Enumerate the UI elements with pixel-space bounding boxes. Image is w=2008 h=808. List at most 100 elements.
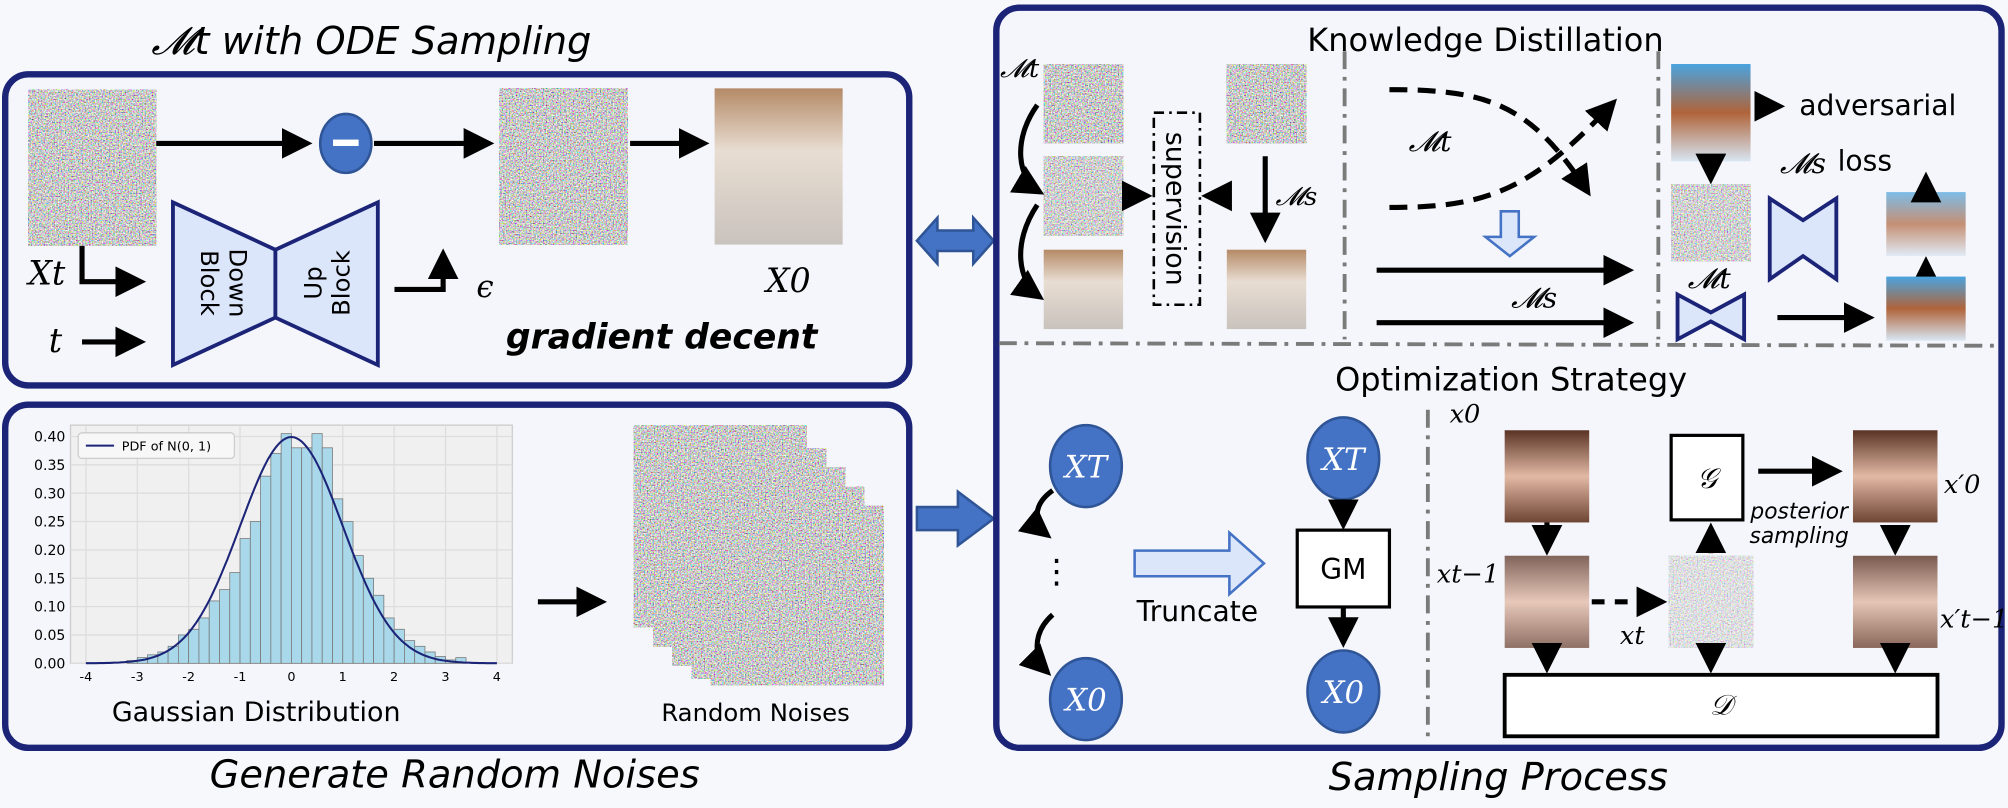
y-tick-label: 0.05 xyxy=(34,628,65,644)
dog-image xyxy=(1043,249,1124,330)
very-noisy-face-image xyxy=(1668,555,1754,648)
hist-bar xyxy=(188,628,200,664)
legend-label: PDF of N(0, 1) xyxy=(122,440,211,455)
label-mt: 𝓜t xyxy=(1000,54,1040,84)
label-xt-1: xt−1 xyxy=(1437,560,1500,590)
dashed-arrow xyxy=(1389,98,1618,211)
hist-bar xyxy=(301,447,313,664)
legend xyxy=(77,432,236,460)
noise-image xyxy=(1043,64,1124,144)
hist-bar xyxy=(249,521,261,664)
label-x0: X0 xyxy=(1321,675,1364,711)
label-x0: X0 xyxy=(1063,683,1106,719)
x-tick-label: -4 xyxy=(80,670,93,685)
sampling-title: Sampling Process xyxy=(1329,755,1668,800)
opt-title: Optimization Strategy xyxy=(1335,361,1687,399)
noise-image-epsilon xyxy=(499,88,628,245)
teacher-model xyxy=(1675,291,1747,343)
ode-title: 𝓜t with ODE Sampling xyxy=(151,19,591,64)
dots: ⋮ xyxy=(1040,552,1073,591)
generated-face-image xyxy=(1852,430,1938,523)
y-tick-label: 0.15 xyxy=(34,571,65,587)
double-arrow-icon xyxy=(915,214,996,268)
label-g: 𝒢 xyxy=(1697,462,1721,495)
hist-bar xyxy=(280,433,292,664)
arrow xyxy=(1017,488,1055,539)
node-xT xyxy=(1048,423,1124,509)
hist-bar xyxy=(291,447,303,664)
y-tick-label: 0.00 xyxy=(34,656,65,672)
x-tick-label: 2 xyxy=(390,670,398,685)
adversarial-label: adversarial xyxy=(1799,89,1956,122)
astronaut-image xyxy=(1671,64,1751,162)
x-tick-label: 1 xyxy=(339,670,347,685)
sampling-label: sampling xyxy=(1750,524,1849,549)
label-xT: XT xyxy=(1320,442,1367,478)
noise-caption: Random Noises xyxy=(661,698,850,727)
x-tick-label: -1 xyxy=(234,670,247,685)
label-ms: 𝓜s xyxy=(1511,281,1557,314)
y-tick-label: 0.35 xyxy=(34,458,65,474)
label-mt: 𝓜t xyxy=(1409,125,1453,158)
block-arrow-icon xyxy=(915,489,996,549)
student-model xyxy=(1767,194,1839,283)
noisy-image-xt xyxy=(28,89,157,246)
hist-bar xyxy=(260,475,272,664)
minus-icon xyxy=(333,139,359,146)
label-x0: X0 xyxy=(763,261,811,300)
hist-bar xyxy=(352,555,364,664)
label-ms: 𝓜s xyxy=(1780,147,1826,180)
astronaut-image xyxy=(1886,276,1966,341)
down-arrow-icon xyxy=(1481,210,1538,258)
node-x0 xyxy=(1048,656,1124,742)
y-tick-label: 0.20 xyxy=(34,543,65,559)
face-image xyxy=(1504,430,1590,523)
noisy-face-image xyxy=(1504,555,1590,648)
label-xt: xt xyxy=(1620,621,1645,651)
label-xt-1-prime: x′t−1 xyxy=(1940,604,2008,634)
arrow xyxy=(394,248,459,292)
supervision-label: supervision xyxy=(1160,132,1191,286)
x-tick-label: -3 xyxy=(131,670,144,685)
x-tick-label: 4 xyxy=(493,670,501,685)
noisy-astronaut-image xyxy=(1671,184,1751,262)
hist-bar xyxy=(208,600,220,664)
truncate-arrow-icon xyxy=(1133,529,1266,598)
noise-image xyxy=(1226,64,1307,144)
label-x0: x0 xyxy=(1450,400,1481,430)
arrow xyxy=(1009,103,1045,195)
label-x0-prime: x′0 xyxy=(1944,470,1981,500)
noise-title: Generate Random Noises xyxy=(210,753,700,798)
y-tick-label: 0.25 xyxy=(34,515,65,531)
hist-bar xyxy=(219,589,231,664)
hist-bar xyxy=(342,521,354,664)
x-tick-label: -2 xyxy=(182,670,195,685)
hist-bar xyxy=(311,433,323,664)
up-block xyxy=(273,199,380,368)
truncate-label: Truncate xyxy=(1136,595,1258,628)
node-x0 xyxy=(1306,649,1381,734)
label-mt: 𝓜t xyxy=(1688,262,1732,295)
loss-label: loss xyxy=(1838,144,1892,177)
y-tick-label: 0.10 xyxy=(34,600,65,616)
x-tick-label: 3 xyxy=(441,670,449,685)
d-box xyxy=(1502,672,1940,739)
down-label: Down xyxy=(223,249,252,318)
up-label: Up xyxy=(298,266,327,299)
hist-bar xyxy=(239,538,251,664)
y-tick-label: 0.30 xyxy=(34,486,65,502)
kd-title: Knowledge Distillation xyxy=(1307,21,1663,59)
partial-image xyxy=(1043,156,1124,236)
dog-image-x0 xyxy=(714,88,843,245)
arrow xyxy=(79,245,147,298)
label-t: t xyxy=(49,321,63,360)
hist-bar xyxy=(198,617,210,664)
dashed-arrow xyxy=(1389,87,1591,197)
hist-caption: Gaussian Distribution xyxy=(112,697,401,728)
gradient-label: gradient decent xyxy=(506,317,819,357)
y-tick-label: 0.40 xyxy=(34,430,65,446)
dog-image xyxy=(1226,249,1307,330)
down-label: Block xyxy=(195,250,224,317)
